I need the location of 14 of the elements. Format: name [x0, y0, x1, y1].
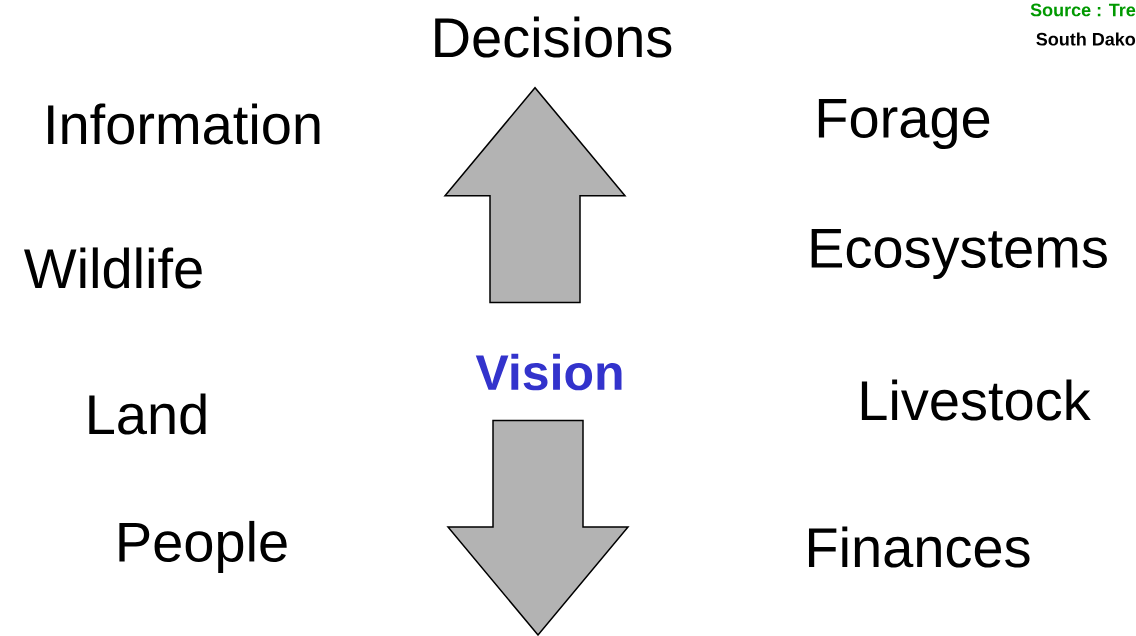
word-label: Livestock [861, 379, 1091, 421]
word-label: Wildlife [24, 247, 202, 289]
word-label: Forage [818, 98, 990, 150]
word-label: Source : Tre [1030, 3, 1136, 17]
word-label: Land [89, 393, 206, 435]
word-label: South Dako [1036, 32, 1136, 46]
block-arrow [443, 86, 627, 304]
word-label: Information [48, 103, 320, 145]
block-arrow [446, 419, 630, 636]
word-label: Vision [475, 353, 622, 391]
word-label: Finances [809, 526, 1030, 568]
word-label: Ecosystems [811, 228, 1107, 280]
word-label: Decisions [435, 16, 672, 58]
word-label: People [119, 520, 287, 574]
